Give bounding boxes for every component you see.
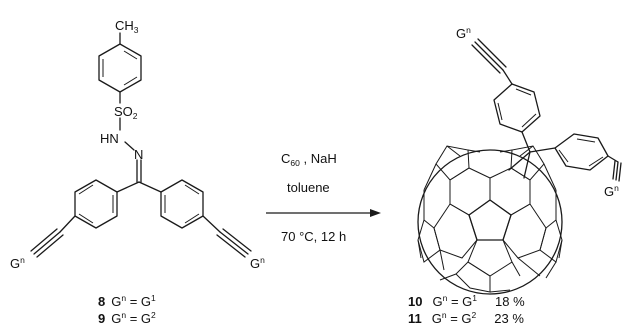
g-left-label: Gn [10, 255, 25, 271]
reaction-conditions: C60 , NaH toluene 70 °C, 12 h [266, 151, 381, 244]
methanofullerene-structure: Gn Gn [417, 25, 622, 295]
hn-label: HN [100, 131, 119, 146]
tosylhydrazone-structure: CH3 SO2 HN N Gn Gn [10, 18, 265, 271]
g-right-label: Gn [250, 255, 265, 271]
temperature-time-label: 70 °C, 12 h [281, 229, 346, 244]
reagent-label: C60 , NaH [281, 151, 337, 168]
g-right-product-label: Gn [604, 183, 619, 199]
c60-cage [417, 145, 563, 295]
methyl-label: CH3 [115, 18, 139, 35]
sulfonyl-label: SO2 [114, 104, 138, 121]
arrow-head [370, 209, 381, 217]
solvent-label: toluene [287, 180, 330, 195]
imine-n-label: N [134, 147, 143, 162]
g-top-label: Gn [456, 25, 471, 41]
